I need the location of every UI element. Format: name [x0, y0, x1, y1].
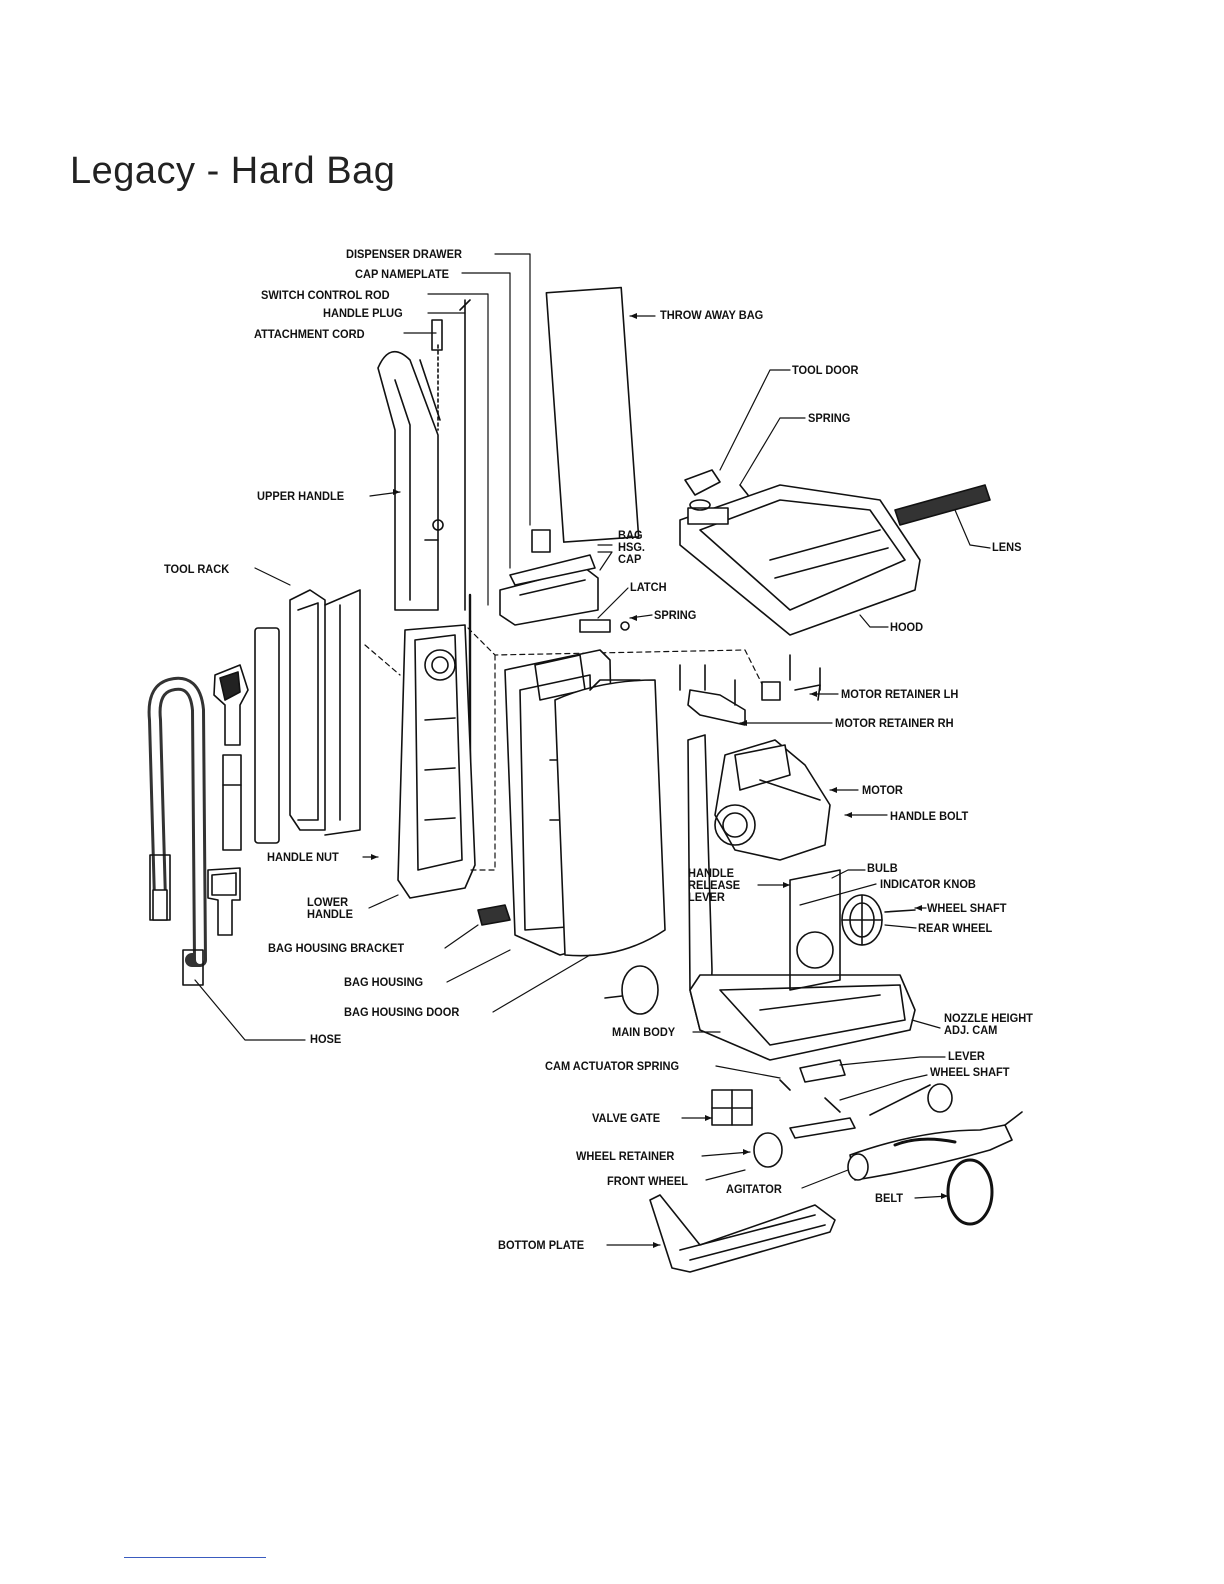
label-handle-bolt: HANDLE BOLT	[890, 809, 969, 823]
bag-housing-door-part	[554, 679, 666, 957]
label-spring-top: SPRING	[808, 411, 851, 425]
label-tool-door: TOOL DOOR	[792, 363, 859, 377]
front-wheel-part	[753, 1083, 953, 1168]
label-handle-plug: HANDLE PLUG	[323, 306, 403, 320]
tool-door-part	[684, 469, 749, 511]
label-bag-hsg-cap-3: CAP	[618, 552, 642, 566]
page-title: Legacy - Hard Bag	[70, 150, 396, 192]
bottom-plate-part	[649, 1194, 836, 1273]
label-bottom-plate: BOTTOM PLATE	[498, 1238, 585, 1252]
label-lower-handle-1: LOWER	[307, 895, 349, 909]
upper-handle-part	[377, 344, 444, 611]
label-lens: LENS	[992, 540, 1022, 554]
bottom-divider	[124, 1557, 266, 1558]
main-body-part	[687, 734, 916, 1061]
label-belt: BELT	[875, 1191, 904, 1205]
label-bag-hsg-cap-2: HSG.	[618, 540, 645, 554]
bag-housing-bracket-part	[477, 904, 511, 926]
label-bag-housing-bracket: BAG HOUSING BRACKET	[268, 941, 405, 955]
label-spring-latch: SPRING	[654, 608, 697, 622]
lens-part	[894, 484, 991, 526]
cam-lever-part	[711, 1059, 846, 1126]
label-bulb: BULB	[867, 861, 898, 875]
label-motor-retainer-rh: MOTOR RETAINER RH	[835, 716, 954, 730]
label-tool-rack: TOOL RACK	[164, 562, 230, 576]
label-bag-housing-door: BAG HOUSING DOOR	[344, 1005, 460, 1019]
label-upper-handle: UPPER HANDLE	[257, 489, 345, 503]
label-nozzle-height-1: NOZZLE HEIGHT	[944, 1011, 1033, 1025]
label-dispenser-drawer: DISPENSER DRAWER	[346, 247, 462, 261]
label-wheel-shaft-front: WHEEL SHAFT	[930, 1065, 1010, 1079]
bag-hsg-cap-part	[499, 529, 599, 626]
label-motor: MOTOR	[862, 783, 903, 797]
label-handle-release-3: LEVER	[688, 890, 725, 904]
throw-away-bag-part	[545, 286, 640, 543]
label-rear-wheel: REAR WHEEL	[918, 921, 993, 935]
label-valve-gate: VALVE GATE	[592, 1111, 661, 1125]
motor-part	[714, 739, 831, 861]
label-lever: LEVER	[948, 1049, 985, 1063]
main-wheel-part	[604, 965, 659, 1015]
label-throw-away-bag: THROW AWAY BAG	[660, 308, 764, 322]
label-motor-retainer-lh: MOTOR RETAINER LH	[841, 687, 959, 701]
label-agitator: AGITATOR	[726, 1182, 782, 1196]
label-cam-actuator-spring: CAM ACTUATOR SPRING	[545, 1059, 680, 1073]
label-hose: HOSE	[310, 1032, 342, 1046]
label-attachment-cord: ATTACHMENT CORD	[254, 327, 365, 341]
belt-part	[946, 1158, 994, 1226]
rear-wheel-part	[841, 894, 916, 946]
label-handle-release-1: HANDLE	[688, 866, 734, 880]
label-bag-hsg-cap-1: BAG	[618, 528, 643, 542]
hose-part	[147, 676, 207, 986]
lower-handle-part	[397, 624, 476, 899]
label-lower-handle-2: HANDLE	[307, 907, 353, 921]
hood-part	[679, 484, 921, 636]
label-handle-nut: HANDLE NUT	[267, 850, 339, 864]
motor-retainers-part	[679, 654, 821, 726]
label-bag-housing: BAG HOUSING	[344, 975, 424, 989]
tool-rack-part	[289, 589, 361, 836]
label-cap-nameplate: CAP NAMEPLATE	[355, 267, 450, 281]
label-indicator-knob: INDICATOR KNOB	[880, 877, 976, 891]
label-hood: HOOD	[890, 620, 924, 634]
label-handle-release-2: RELEASE	[688, 878, 741, 892]
label-latch: LATCH	[630, 580, 667, 594]
label-switch-control-rod: SWITCH CONTROL ROD	[261, 288, 390, 302]
tools-part	[207, 627, 280, 936]
label-main-body: MAIN BODY	[612, 1025, 676, 1039]
latch-part	[579, 619, 630, 633]
label-nozzle-height-2: ADJ. CAM	[944, 1023, 998, 1037]
label-wheel-shaft-rear: WHEEL SHAFT	[927, 901, 1007, 915]
agitator-part	[847, 1111, 1023, 1181]
label-front-wheel: FRONT WHEEL	[607, 1174, 688, 1188]
label-wheel-retainer: WHEEL RETAINER	[576, 1149, 675, 1163]
